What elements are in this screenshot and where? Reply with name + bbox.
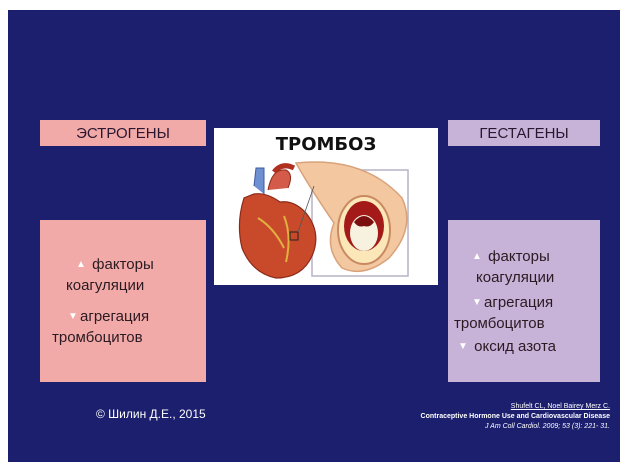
arrow-down-icon: ▼: [456, 336, 470, 357]
citation-authors: Shufelt CL, Noel Bairey Merz C.: [421, 402, 610, 412]
citation-title: Contraceptive Hormone Use and Cardiovasc…: [421, 412, 610, 422]
copyright-text: © Шилин Д.Е., 2015: [96, 407, 206, 421]
effect-text: оксид азота: [474, 338, 556, 355]
estrogen-header: ЭСТРОГЕНЫ: [40, 120, 206, 146]
gestagen-effect-coagulation: ▲ факторы коагуляции: [448, 246, 600, 288]
effect-text: коагуляции: [66, 277, 144, 294]
gestagen-effects-box: ▲ факторы коагуляции ▼агрегация тромбоци…: [448, 220, 600, 382]
gestagen-effect-aggregation: ▼агрегация тромбоцитов: [448, 292, 600, 334]
arrow-down-icon: ▼: [66, 306, 80, 327]
estrogen-effect-aggregation: ▼агрегация тромбоцитов: [40, 306, 206, 348]
effect-text: агрегация: [484, 294, 553, 311]
effect-text: тромбоцитов: [52, 329, 143, 346]
effect-text: факторы: [92, 256, 154, 273]
citation-journal: J Am Coll Cardiol. 2009; 53 (3): 221- 31…: [421, 422, 610, 432]
effect-text: коагуляции: [476, 269, 554, 286]
effect-text: тромбоцитов: [454, 315, 545, 332]
effect-text: факторы: [488, 248, 550, 265]
estrogen-header-label: ЭСТРОГЕНЫ: [76, 125, 170, 142]
effect-text: агрегация: [80, 308, 149, 325]
arrow-down-icon: ▼: [470, 292, 484, 313]
gestagen-header: ГЕСТАГЕНЫ: [448, 120, 600, 146]
estrogen-effect-coagulation: ▲ факторы коагуляции: [40, 254, 206, 296]
gestagen-effect-nitric-oxide: ▼ оксид азота: [448, 336, 600, 357]
thrombosis-illustration: [214, 128, 438, 285]
gestagen-header-label: ГЕСТАГЕНЫ: [479, 125, 568, 142]
citation-block: Shufelt CL, Noel Bairey Merz C. Contrace…: [421, 402, 610, 432]
arrow-up-icon: ▲: [470, 246, 484, 267]
arrow-up-icon: ▲: [74, 254, 88, 275]
thrombosis-illustration-card: ТРОМБОЗ: [214, 128, 438, 285]
estrogen-effects-box: ▲ факторы коагуляции ▼агрегация тромбоци…: [40, 220, 206, 382]
